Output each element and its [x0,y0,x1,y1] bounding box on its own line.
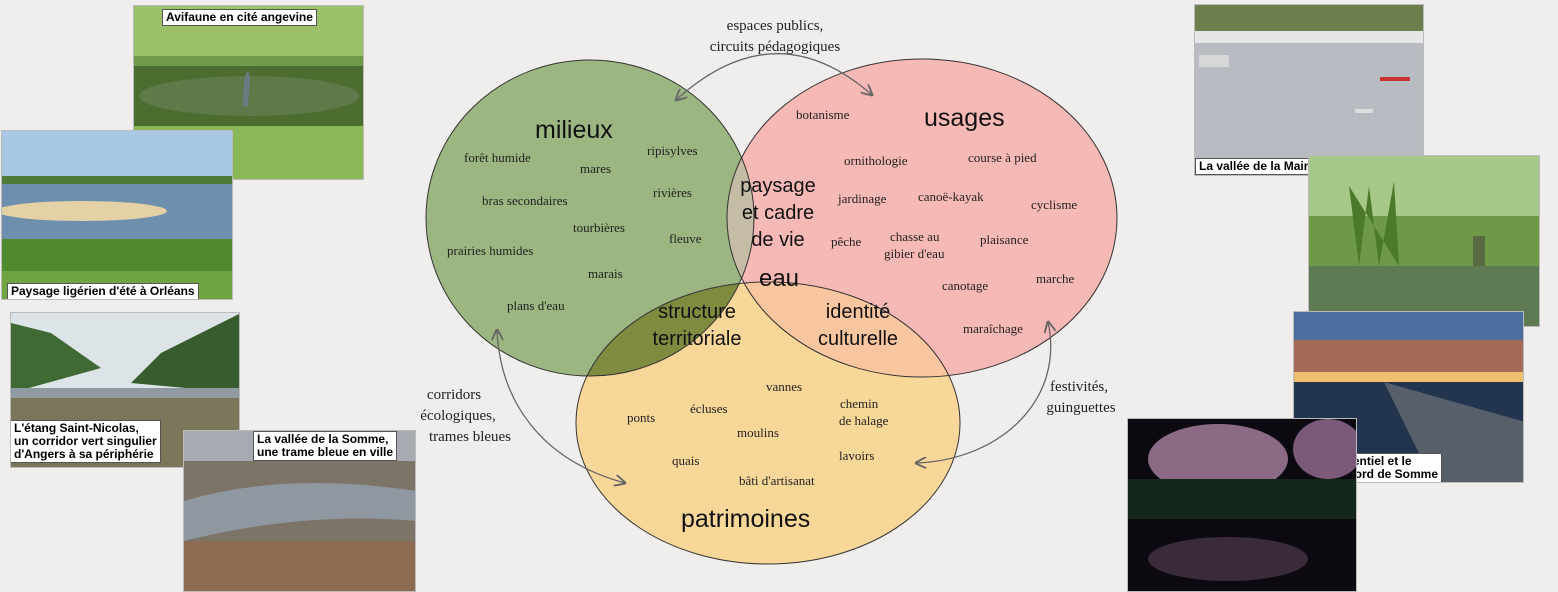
label-paysage-3: de vie [751,229,804,251]
label-paysage-2: et cadre [742,202,814,224]
connector-top-1: espaces publics, [727,18,824,34]
item-ponts: ponts [627,410,655,425]
item-lavoirs: lavoirs [839,448,874,463]
item-marche: marche [1036,271,1074,286]
item-cyclisme: cyclisme [1031,197,1077,212]
item-canotage: canotage [942,278,988,293]
item-marais: marais [588,266,623,281]
item-chasse-1: chasse au [890,229,940,244]
connector-left-3: trames bleues [429,429,511,445]
label-eau: eau [759,265,799,292]
item-course: course à pied [968,150,1037,165]
caption-etang-line2: un corridor vert singulier [14,434,157,448]
label-identite-2: culturelle [818,328,898,350]
item-jardinage: jardinage [837,191,887,206]
item-prairies-humides: prairies humides [447,243,533,258]
connector-right-2: guinguettes [1046,400,1115,416]
caption-somme-line1: La vallée de la Somme, [257,432,389,446]
overlap-usages-patrimoines [727,282,960,377]
overlap-milieux-patrimoines [576,282,754,376]
connector-top-2: circuits pédagogiques [710,39,841,55]
item-mares: mares [580,161,611,176]
item-chemin-1: chemin [840,396,879,411]
label-structure-2: territoriale [653,328,742,350]
arrow-top [676,53,872,100]
title-usages: usages [924,104,1005,132]
item-rivieres: rivières [653,185,692,200]
item-canoe: canoë-kayak [918,189,984,204]
label-identite-1: identité [826,301,891,323]
item-chasse-2: gibier d'eau [884,246,945,261]
item-ecluses: écluses [690,401,728,416]
item-tourbieres: tourbières [573,220,625,235]
item-maraichage: maraîchage [963,321,1023,336]
connector-left-1: corridors [427,387,481,403]
photo-feu-artifice [1127,418,1357,592]
caption-etang-line3: d'Angers à sa périphérie [14,447,154,461]
item-peche: pêche [831,234,862,249]
caption-somme: La vallée de la Somme, une trame bleue e… [253,431,398,461]
caption-orleans: Paysage ligérien d'été à Orléans [7,283,199,299]
item-foret-humide: forêt humide [464,150,531,165]
item-bati: bâti d'artisanat [739,473,815,488]
label-structure-1: structure [658,301,736,323]
photo-peche [1308,155,1540,327]
caption-etang-line1: L'étang Saint-Nicolas, [14,421,139,435]
label-paysage-1: paysage [740,175,816,197]
item-ripisylves: ripisylves [647,143,698,158]
connector-left-2: écologiques, [420,408,495,424]
arrow-left [497,330,625,483]
photo-maine: La vallée de la Maine, un dialogue avec … [1194,4,1424,176]
title-patrimoines: patrimoines [681,505,810,533]
item-botanisme: botanisme [796,107,850,122]
photo-somme: La vallée de la Somme, une trame bleue e… [183,430,416,592]
title-milieux: milieux [535,116,613,144]
item-vannes: vannes [766,379,802,394]
item-moulins: moulins [737,425,779,440]
item-fleuve: fleuve [669,231,702,246]
connector-right-1: festivités, [1050,379,1108,395]
caption-somme-line2: une trame bleue en ville [257,445,394,459]
item-chemin-2: de halage [839,413,889,428]
item-ornithologie: ornithologie [844,153,908,168]
photo-orleans: Paysage ligérien d'été à Orléans [1,130,233,300]
item-plaisance: plaisance [980,232,1029,247]
arrow-right [916,322,1051,463]
item-bras-secondaires: bras secondaires [482,193,568,208]
item-plans-eau: plans d'eau [507,298,565,313]
item-quais: quais [672,453,699,468]
circle-milieux [426,60,754,376]
caption-etang: L'étang Saint-Nicolas, un corridor vert … [11,420,161,463]
caption-avifaune: Avifaune en cité angevine [162,9,317,26]
